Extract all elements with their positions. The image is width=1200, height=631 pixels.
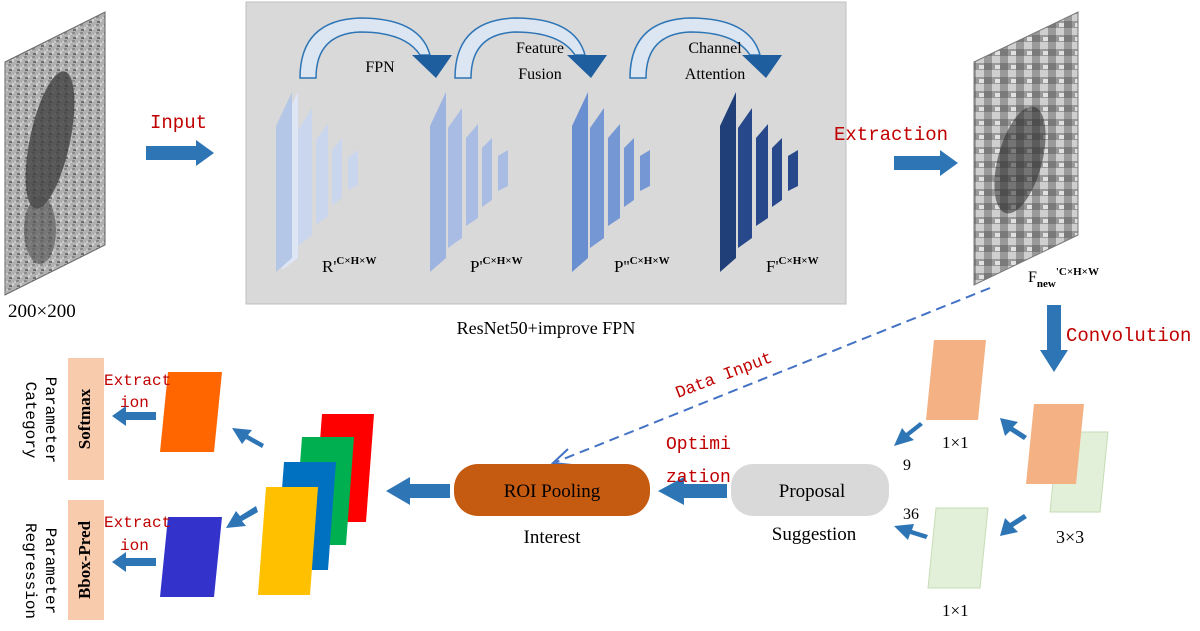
extraction-small-1a: Extract [104, 372, 171, 390]
backbone-caption: ResNet50+improve FPN [457, 318, 636, 338]
bbox-pred-label: Bbox-Pred [75, 520, 94, 599]
fnew-label: Fnew'C×H×W [1028, 266, 1099, 290]
extraction-small-2a: Extract [104, 514, 171, 532]
extraction-arrow [894, 150, 958, 176]
pyramid-p2 [572, 92, 650, 272]
roi-pooling-box [454, 464, 650, 516]
input-image [4, 11, 106, 296]
interest-label: Interest [524, 527, 582, 548]
channel-attention-curve-arrow [629, 17, 782, 79]
label-r: R'C×H×W [322, 255, 376, 276]
rpn-1x1-top-map [926, 340, 986, 420]
new-feature-map [973, 11, 1079, 286]
bbox-input-arrow [112, 552, 156, 572]
rpn-small-arrows [894, 418, 1027, 540]
anchor-count-9: 9 [903, 457, 911, 474]
stack-small-arrows [226, 428, 264, 528]
softmax-box [68, 358, 104, 480]
optimization-label-1: Optimi [666, 435, 731, 455]
rpn-3x3-front-map [1026, 404, 1084, 484]
channel-attention-label-2: Attention [685, 66, 745, 83]
category-label-1: Category [21, 382, 39, 459]
pyramid-p1 [430, 92, 508, 272]
data-input-dashed-line [555, 287, 991, 463]
rpn-1x1-bottom-map [927, 507, 989, 589]
optimization-label-2: zation [666, 468, 731, 488]
extraction-label: Extraction [834, 124, 948, 146]
stack-yellow-map [258, 487, 318, 595]
roi-output-arrow [386, 477, 450, 505]
fpn-label: FPN [365, 59, 395, 76]
convolution-arrow [1040, 305, 1068, 372]
feature-fusion-curve-arrow [454, 17, 607, 79]
roi-pooling-label: ROI Pooling [504, 481, 601, 502]
label-p2: P''C×H×W [614, 255, 670, 276]
convolution-label: Convolution [1066, 325, 1191, 347]
label-p1: P'C×H×W [470, 255, 523, 276]
proposal-label: Proposal [779, 481, 846, 502]
regression-label-1: Regression [21, 523, 39, 619]
fpn-curve-arrow [299, 17, 452, 79]
k1x1-bottom-label: 1×1 [942, 601, 969, 620]
anchor-count-36: 36 [903, 506, 919, 523]
bbox-pred-box [68, 500, 104, 620]
suggestion-label: Suggestion [772, 524, 857, 545]
extraction-small-1b: ion [120, 394, 149, 412]
pyramid-r [276, 92, 358, 272]
softmax-output-map [160, 372, 222, 452]
extraction-small-2b: ion [120, 537, 149, 555]
feature-fusion-label-2: Fusion [518, 66, 562, 83]
input-size-label: 200×200 [8, 301, 76, 322]
optimization-arrow [658, 477, 727, 505]
k1x1-top-label: 1×1 [942, 433, 969, 452]
channel-attention-label-1: Channel [688, 40, 742, 57]
regression-label-2: Parameter [41, 528, 59, 614]
label-f: F'C×H×W [766, 255, 819, 276]
category-label-2: Parameter [41, 377, 59, 463]
softmax-label: Softmax [75, 388, 94, 449]
proposal-box [731, 464, 889, 516]
softmax-input-arrow [112, 406, 156, 426]
data-input-label: Data Input [673, 349, 775, 403]
pyramid-f [720, 92, 798, 272]
input-arrow [146, 140, 214, 166]
feature-fusion-label-1: Feature [516, 40, 564, 57]
k3x3-label: 3×3 [1056, 527, 1084, 547]
bbox-output-map [160, 517, 222, 597]
input-label: Input [150, 112, 207, 134]
